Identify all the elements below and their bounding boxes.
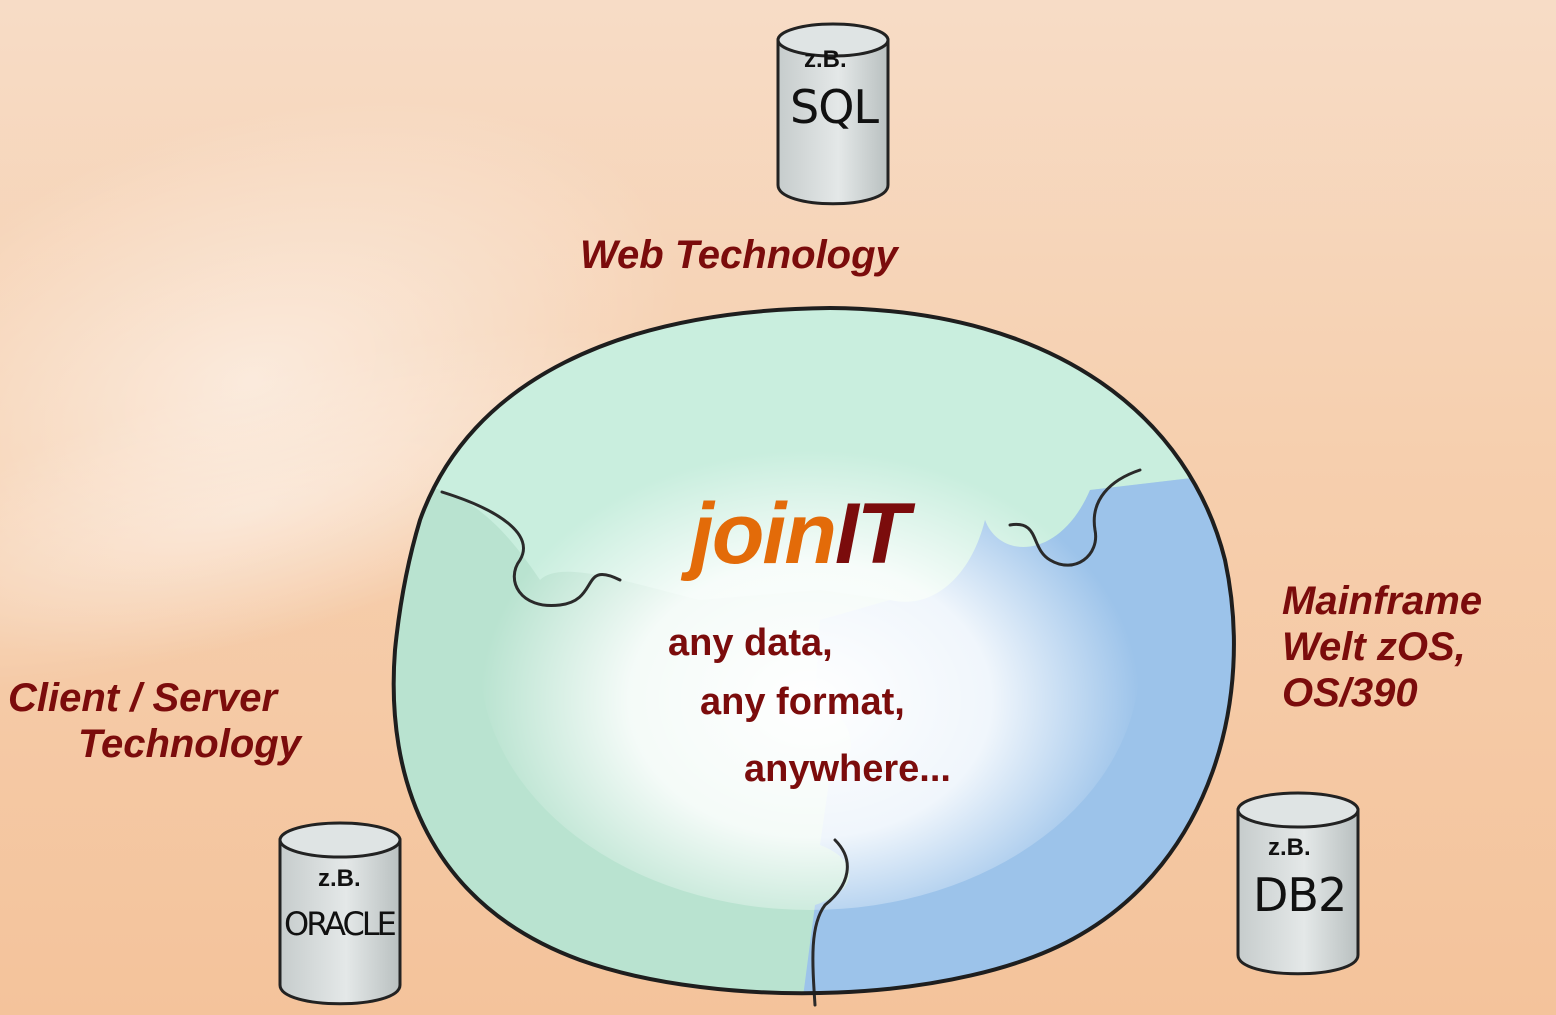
puzzle-outline	[391, 305, 1236, 996]
client-server-label-line1: Client / Server	[8, 676, 278, 720]
puzzle-seams	[440, 468, 1142, 1007]
mainframe-label-line2: Welt zOS,	[1282, 625, 1466, 669]
db2-name: DB2	[1253, 868, 1347, 922]
db2-database-icon	[1236, 791, 1360, 976]
oracle-name: ORACLE	[284, 905, 397, 943]
web-technology-label: Web Technology	[580, 233, 898, 277]
puzzle-center-glow	[480, 410, 1140, 910]
mainframe-label-line1: Mainframe	[1282, 579, 1483, 623]
oracle-tag: z.B.	[318, 865, 361, 892]
db2-tag: z.B.	[1268, 834, 1311, 861]
sql-name: SQL	[790, 80, 879, 134]
logo-part-join: join	[690, 486, 837, 582]
sql-database-icon	[776, 22, 890, 206]
tagline-line1: any data,	[668, 622, 833, 664]
joinit-logo: joinIT	[690, 485, 909, 584]
client-server-label-line2: Technology	[78, 722, 301, 766]
tagline-line2: any format,	[700, 681, 905, 723]
mainframe-label-line3: OS/390	[1282, 671, 1418, 715]
sql-tag: z.B.	[804, 46, 847, 73]
logo-part-it: IT	[834, 486, 909, 582]
oracle-database-icon	[278, 821, 402, 1006]
tagline-line3: anywhere...	[744, 748, 951, 790]
